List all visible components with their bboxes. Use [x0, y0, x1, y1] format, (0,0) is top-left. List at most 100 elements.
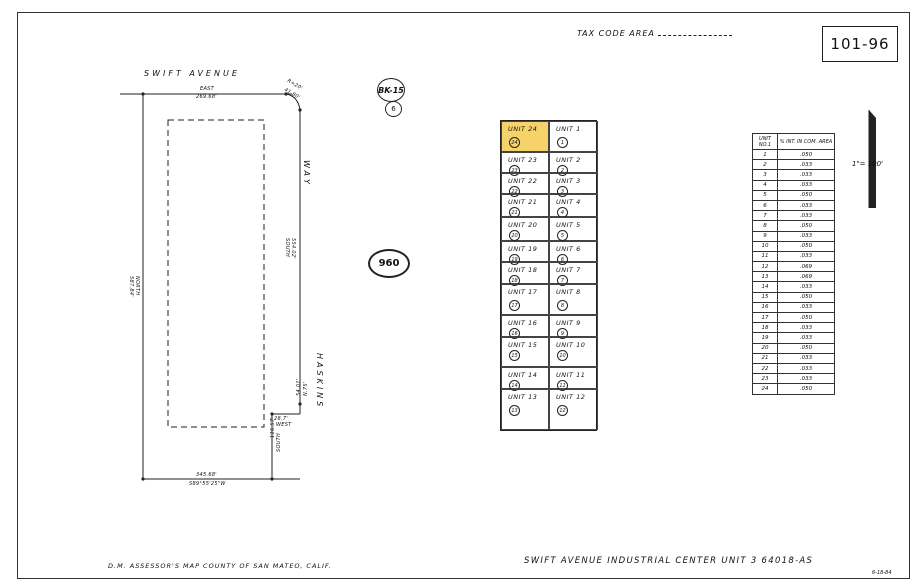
unit-number-circle: 7: [557, 275, 568, 286]
unit-number-circle: 18: [509, 275, 520, 286]
left-distance: 587.84': [128, 276, 134, 297]
unit-number-cell: 10: [752, 240, 778, 252]
page-number: 6: [385, 101, 402, 117]
bottom-bearing: S89°55'25"W: [189, 481, 226, 487]
table-row: 18.033: [752, 322, 835, 334]
unit-number-cell: 2: [752, 159, 778, 171]
table-row: 21.033: [752, 352, 835, 364]
unit-number-circle: 15: [509, 350, 520, 361]
unit-label: UNIT 23: [508, 156, 538, 164]
table-row: 15.050: [752, 291, 835, 303]
right-distance: 554.02': [290, 238, 296, 259]
table-row: 6.033: [752, 199, 835, 212]
unit-label: UNIT 8: [556, 288, 581, 296]
unit-label: UNIT 17: [508, 288, 538, 296]
unit-number-cell: 9: [752, 230, 778, 242]
unit-number-circle: 16: [509, 328, 520, 339]
swift-avenue-label: SWIFT AVENUE: [144, 69, 240, 78]
unit-cell: UNIT 24 24: [501, 121, 549, 152]
map-number: 101-96: [822, 26, 898, 62]
unit-number-circle: 17: [509, 300, 520, 311]
unit-label: UNIT 9: [556, 319, 581, 327]
tax-code-area: TAX CODE AREA: [577, 29, 732, 38]
unit-number-cell: 21: [752, 352, 778, 364]
tax-code-label: TAX CODE AREA: [577, 29, 655, 38]
unit-label: UNIT 18: [508, 266, 538, 274]
table-row: 4.033: [752, 179, 835, 191]
unit-label: UNIT 7: [556, 266, 581, 274]
unit-number-circle: 8: [557, 300, 568, 311]
table-row: 12.069: [752, 261, 835, 273]
interest-cell: .050: [777, 240, 835, 252]
unit-number-cell: 3: [752, 169, 778, 181]
unit-label: UNIT 1: [556, 125, 581, 133]
unit-number-cell: 6: [752, 199, 778, 212]
unit-label: UNIT 24: [508, 125, 538, 133]
unit-number-cell: 13: [752, 271, 778, 283]
unit-cell: UNIT 8 8: [549, 284, 598, 315]
right-lower-distance: 54.01': [296, 378, 302, 397]
unit-number-cell: 22: [752, 362, 778, 375]
tax-code-blank: [657, 35, 732, 36]
unit-number-cell: 17: [752, 311, 778, 324]
unit-number-cell: 1: [752, 148, 778, 161]
unit-number-cell: 20: [752, 342, 778, 354]
right-lower-bearing: N.75': [303, 381, 309, 396]
interest-cell: .033: [777, 230, 835, 242]
unit-number-cell: 11: [752, 250, 778, 263]
unit-label: UNIT 5: [556, 221, 581, 229]
right-bearing: SOUTH: [284, 238, 290, 258]
table-row: 23.033: [752, 373, 835, 385]
interest-cell: .033: [777, 301, 835, 314]
table-row: 22.033: [752, 362, 835, 375]
interest-cell: .033: [777, 332, 835, 344]
north-arrow-icon: [869, 110, 876, 208]
unit-number-cell: 12: [752, 261, 778, 273]
way-label: WAY: [302, 160, 311, 187]
table-row: 8.050: [752, 220, 835, 232]
table-row: 9.033: [752, 230, 835, 242]
unit-number-cell: 24: [752, 383, 778, 395]
unit-number-circle: 11: [557, 380, 568, 391]
table-row: 1.050: [752, 148, 835, 161]
table-row: 17.050: [752, 311, 835, 324]
unit-number-circle: 24: [509, 137, 520, 148]
table-row: 20.050: [752, 342, 835, 354]
bottom-distance: 345.68': [196, 472, 217, 478]
block-number: 960: [368, 249, 410, 278]
unit-label: UNIT 10: [556, 341, 586, 349]
interest-cell: .050: [777, 189, 835, 201]
top-distance: 269.68': [196, 94, 217, 100]
unit-number-cell: 4: [752, 179, 778, 191]
interest-cell: .050: [777, 220, 835, 232]
interest-cell: .033: [777, 322, 835, 334]
unit-number-cell: 14: [752, 281, 778, 293]
unit-number-circle: 22: [509, 186, 520, 197]
interest-cell: .033: [777, 159, 835, 171]
unit-number-circle: 12: [557, 405, 568, 416]
footer-assessor: D.M. ASSESSOR'S MAP COUNTY OF SAN MATEO,…: [108, 562, 332, 570]
unit-number-circle: 2: [557, 165, 568, 176]
unit-number-circle: 10: [557, 350, 568, 361]
scale-label: 1"= 100': [852, 160, 884, 168]
interest-cell: .050: [777, 291, 835, 303]
interest-cell: .033: [777, 281, 835, 293]
unit-number-cell: 15: [752, 291, 778, 303]
interest-cell: .069: [777, 261, 835, 273]
unit-number-circle: 9: [557, 328, 568, 339]
corner-curve: [285, 93, 301, 111]
column-header-interest: % INT. IN COM. AREA: [777, 133, 835, 150]
map-frame: [17, 12, 910, 579]
table-row: 19.033: [752, 332, 835, 344]
